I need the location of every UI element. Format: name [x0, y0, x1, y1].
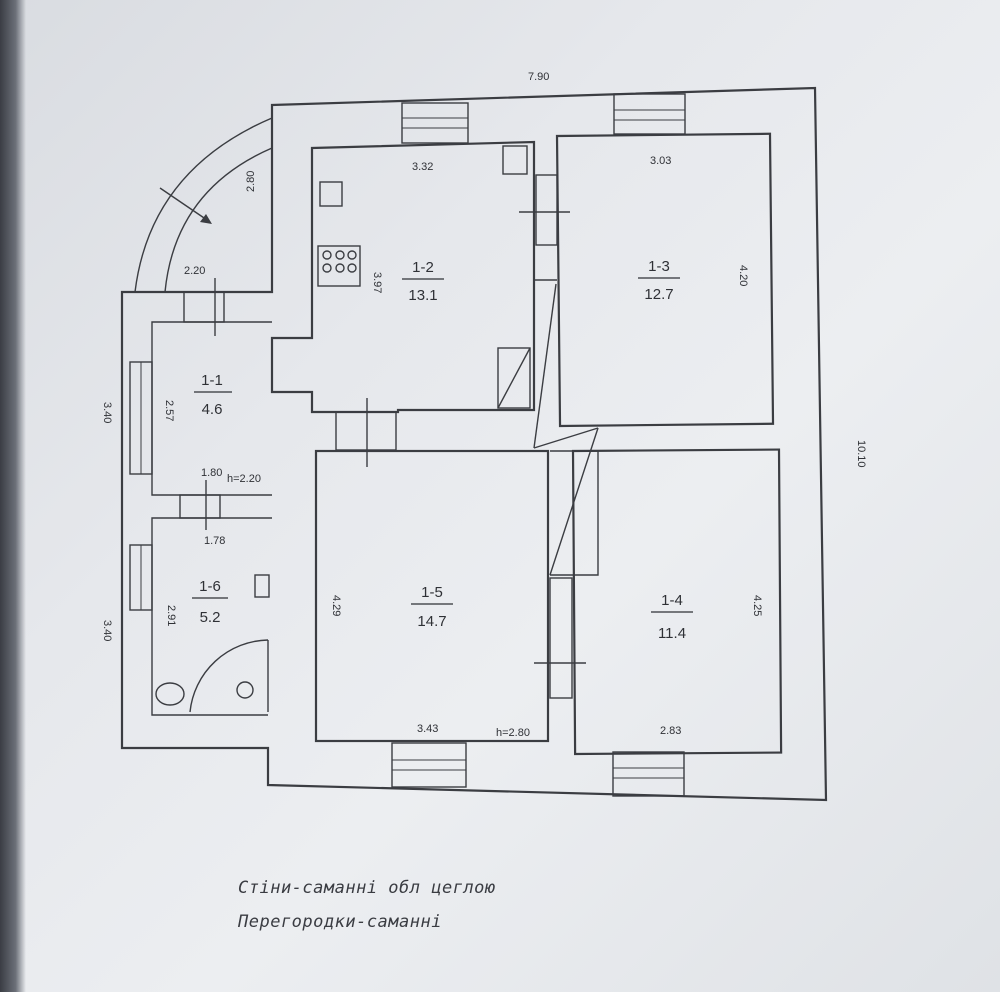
- door-swing-2: [549, 427, 599, 576]
- burners: [322, 250, 357, 273]
- room-id: 1-1: [201, 372, 223, 389]
- room-area: 5.2: [200, 609, 221, 626]
- page-edge-shadow: [0, 0, 26, 992]
- note-walls: Стіни-саманні обл цеглою: [238, 878, 496, 898]
- door-swing-1: [533, 283, 557, 449]
- dim-room15-height: 4.29: [330, 595, 342, 616]
- room-1-2-outline: [270, 140, 536, 414]
- dim-room14-width: 2.83: [660, 725, 681, 737]
- shower-icon: [236, 681, 254, 699]
- window-left-1: [129, 361, 153, 475]
- corridor-line-2: [533, 427, 599, 449]
- room-1-5-label: 1-5 14.7: [411, 584, 453, 630]
- dim-porch-top: 2.20: [184, 265, 205, 277]
- room-id: 1-5: [421, 584, 443, 601]
- room-id: 1-2: [412, 259, 434, 276]
- dim-porch-left-upper: 3.40: [101, 402, 113, 423]
- heater-icon: [502, 145, 528, 175]
- closet-outline: [550, 450, 599, 576]
- room-1-6-label: 1-6 5.2: [192, 578, 228, 626]
- dim-room12-width: 3.32: [412, 161, 433, 173]
- room-area: 11.4: [658, 625, 686, 642]
- room-1-2-label: 1-2 13.1: [402, 259, 444, 304]
- bath-sink-icon: [254, 574, 270, 598]
- dim-room13-width: 3.03: [650, 155, 671, 167]
- dim-room15-width: 3.43: [417, 723, 438, 735]
- dim-room11-width: 1.80: [201, 467, 222, 479]
- boiler-icon: [497, 347, 531, 409]
- entrance-arrow-line: [159, 187, 211, 223]
- dim-room16-height: 2.91: [165, 605, 177, 626]
- bath-door-swing: [189, 639, 269, 713]
- room-1-4-outline: [571, 448, 783, 756]
- note-partitions: Перегородки-саманні: [238, 912, 442, 932]
- dim-room13-height: 4.20: [737, 265, 749, 286]
- entrance-arc-outer: [134, 117, 273, 293]
- room-id: 1-3: [648, 258, 670, 275]
- room-1-5-outline: [314, 449, 550, 743]
- room-1-4-label: 1-4 11.4: [651, 592, 693, 642]
- room-area: 14.7: [417, 613, 446, 630]
- boiler-diagonal: [497, 347, 531, 409]
- dim-overall-width: 7.90: [528, 71, 549, 83]
- door-bath: [179, 494, 221, 519]
- dim-porch-left-lower: 3.40: [101, 620, 113, 641]
- window-top-2: [613, 93, 686, 135]
- room-id: 1-6: [199, 578, 221, 595]
- door-1-5: [335, 411, 397, 451]
- sink-icon: [319, 181, 343, 207]
- dim-overall-height: 10.10: [855, 440, 867, 468]
- room-area: 12.7: [644, 286, 673, 303]
- dim-room11-ceiling: h=2.20: [227, 473, 261, 485]
- window-left-2: [129, 544, 153, 611]
- dim-porch-curve: 2.80: [245, 171, 257, 192]
- dim-room15-ceiling: h=2.80: [496, 727, 530, 739]
- room-1-3-label: 1-3 12.7: [638, 258, 680, 303]
- entrance-arc-inner: [164, 147, 273, 293]
- room-area: 4.6: [202, 401, 223, 418]
- door-1-4: [549, 577, 573, 699]
- room-1-3-outline: [555, 132, 775, 428]
- window-bottom-1: [391, 742, 467, 788]
- dim-room14-height: 4.25: [751, 595, 763, 616]
- dim-room12-height: 3.97: [371, 272, 383, 293]
- door-1-3: [535, 174, 558, 246]
- stove-icon: [317, 245, 361, 287]
- room-id: 1-4: [661, 592, 683, 609]
- window-top-1: [401, 102, 469, 144]
- dim-room16-width: 1.78: [204, 535, 225, 547]
- room-1-1-label: 1-1 4.6: [194, 372, 232, 418]
- room-area: 13.1: [408, 287, 437, 304]
- outer-wall-outline: [120, 86, 828, 802]
- toilet-icon: [155, 682, 185, 706]
- dim-room11-height: 2.57: [163, 400, 175, 421]
- door-porch: [183, 291, 225, 323]
- window-bottom-2: [612, 751, 685, 797]
- entrance-arrow-head: [200, 214, 212, 224]
